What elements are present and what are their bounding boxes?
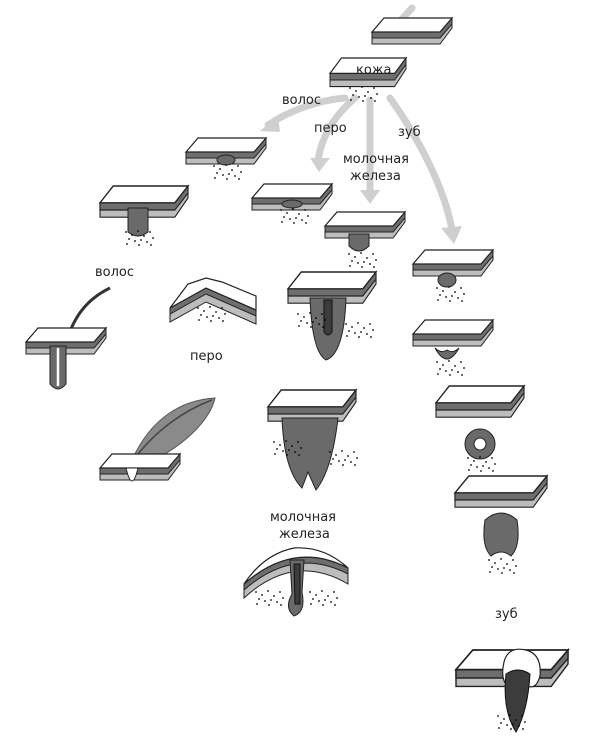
root-skin-incoming <box>371 17 453 45</box>
label-tooth-branch: зуб <box>398 125 421 140</box>
branch-arrows <box>260 4 462 244</box>
label-gland-branch-2: железа <box>350 169 401 184</box>
hair-stage-1 <box>185 137 267 180</box>
tooth-stage-2 <box>412 319 494 376</box>
label-hair-final: волос <box>95 265 134 280</box>
label-tooth-final: зуб <box>495 607 518 622</box>
gland-stage-3 <box>267 389 358 491</box>
feather-rachis <box>131 399 213 463</box>
label-hair-branch: волос <box>282 93 321 108</box>
arrow-head-hair <box>260 116 280 132</box>
arrow-head-feather <box>310 158 330 172</box>
tooth-final <box>455 648 569 733</box>
gland-stage-2 <box>287 271 377 361</box>
label-skin: кожа <box>356 63 391 78</box>
label-gland-branch-1: молочная <box>343 152 409 167</box>
gland-final <box>243 547 349 617</box>
gland-stage-1 <box>324 211 406 268</box>
arrow-head-tooth <box>441 226 462 244</box>
feather-vane <box>131 397 216 463</box>
feather-final <box>99 397 216 482</box>
tooth-stage-3 <box>435 385 525 472</box>
arrow-to-tooth <box>386 94 456 234</box>
feather-stage-2 <box>169 277 257 325</box>
label-feather-branch: перо <box>314 121 347 136</box>
tooth-stage-1 <box>412 249 494 302</box>
feather-stage-1 <box>251 183 333 224</box>
label-feather-final: перо <box>190 349 223 364</box>
hair-final <box>25 286 111 390</box>
arrow-head-gland <box>360 190 380 204</box>
hair-stage-2 <box>99 185 189 246</box>
tooth-stage-4 <box>454 475 548 574</box>
label-gland-final-1: молочная <box>270 510 336 525</box>
label-gland-final-2: железа <box>279 527 330 542</box>
arrow-to-feather <box>314 94 359 164</box>
